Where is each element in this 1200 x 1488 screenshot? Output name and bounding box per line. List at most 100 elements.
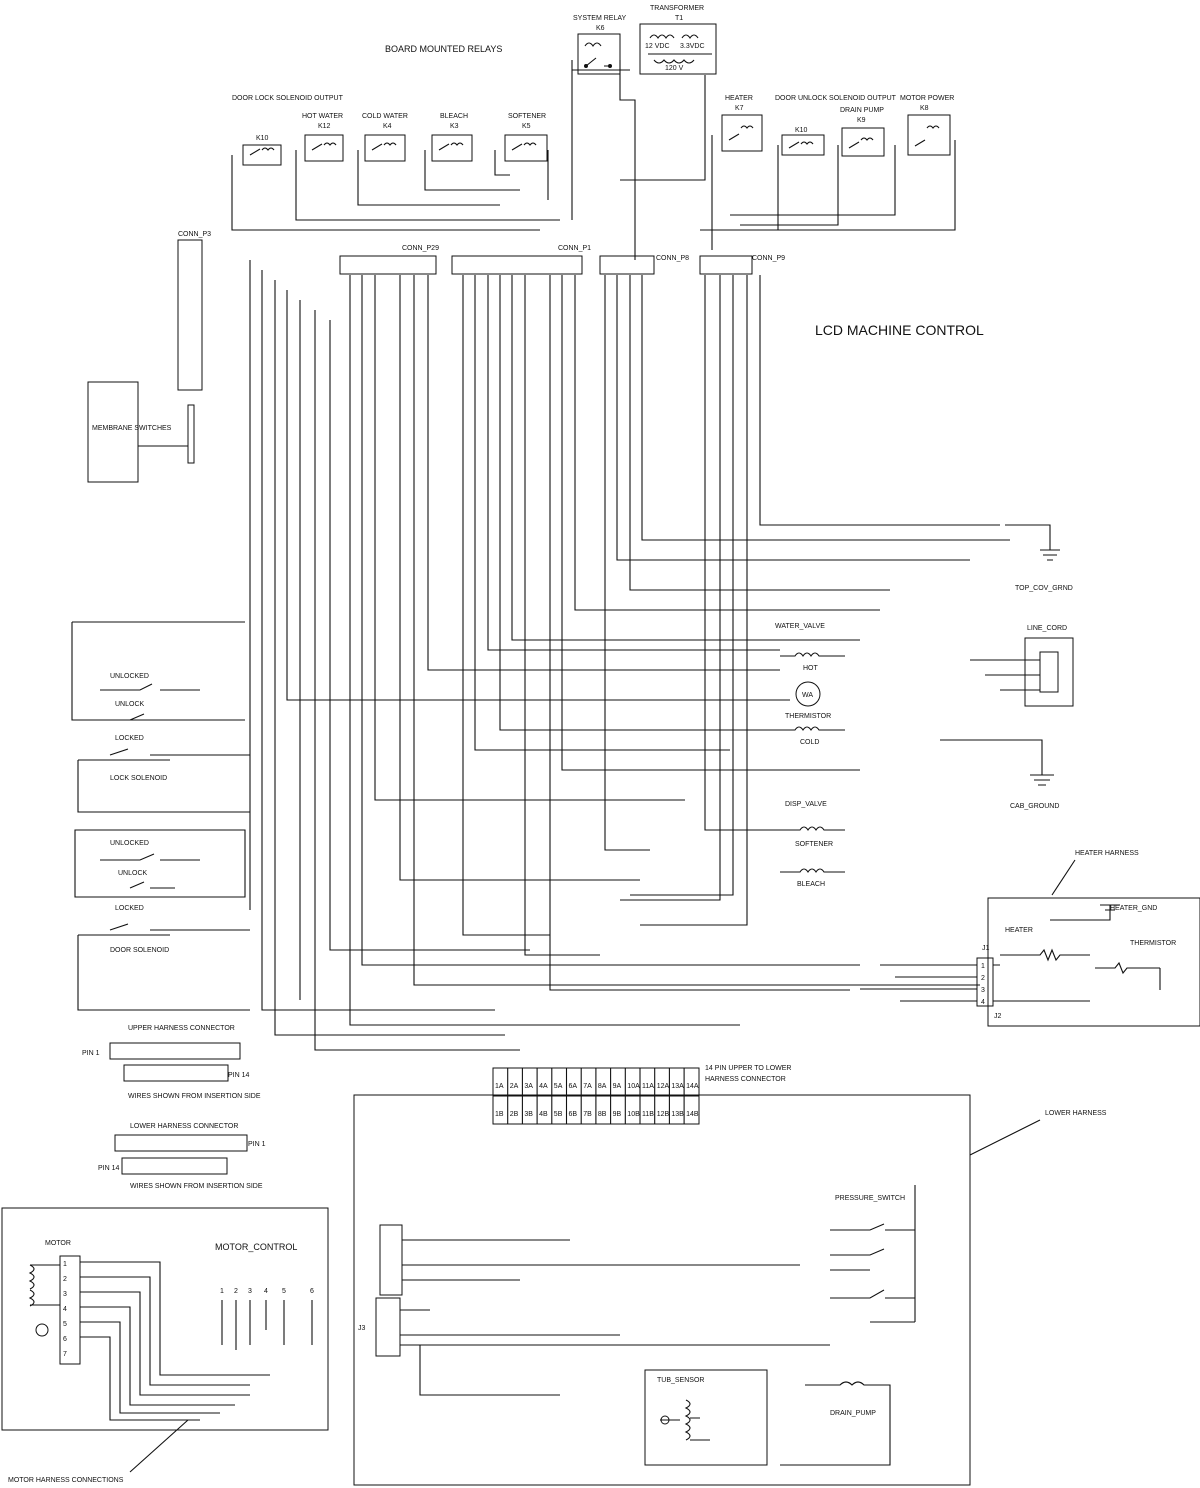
lower-harness-label: LOWER HARNESS [1045, 1110, 1107, 1117]
relay-bleach: BLEACH K3 [431, 113, 473, 162]
tub-sensor-label: TUB_SENSOR [657, 1377, 704, 1384]
relay-drain-pump-id: K9 [857, 117, 866, 124]
heater-pin-4: 4 [981, 999, 985, 1006]
motor-label: MOTOR [45, 1240, 71, 1247]
cab-ground-label: CAB_GROUND [1010, 803, 1059, 810]
transformer: TRANSFORMER T1 12 VDC 3.3VDC 120 V [639, 5, 717, 75]
relay-cold-water-label: COLD WATER [362, 113, 408, 120]
relay-door-unlock-label: DOOR UNLOCK SOLENOID OUTPUT [775, 95, 897, 102]
motor-pin-7: 7 [63, 1351, 67, 1358]
lower-pin14: PIN 14 [98, 1165, 120, 1172]
motor-pin-5: 5 [63, 1321, 67, 1328]
relay-door-unlock-id: K10 [795, 127, 808, 134]
relay-bleach-id: K3 [450, 123, 459, 130]
conn-p8: CONN_P8 [599, 255, 689, 275]
pressure-switch-label: PRESSURE_SWITCH [835, 1195, 905, 1202]
harness-pin-bottom-11: 11B [642, 1111, 654, 1118]
disp-valve-label: DISP_VALVE [785, 801, 827, 808]
harness-pin-bottom-12: 12B [657, 1111, 670, 1118]
lower-harness-connector-label: LOWER HARNESS CONNECTOR [130, 1123, 238, 1130]
membrane-switches: MEMBRANE SWITCHES [87, 381, 195, 483]
transformer-tap-33vdc: 3.3VDC [680, 43, 705, 50]
motor-harness-label: MOTOR HARNESS CONNECTIONS [8, 1477, 124, 1484]
relay-motor-power-label: MOTOR POWER [900, 95, 954, 102]
locked-1: LOCKED [115, 735, 144, 742]
conn-p3: CONN_P3 [177, 231, 211, 391]
conn-p1-label: CONN_P1 [558, 245, 591, 252]
relay-hot-water-id: K12 [318, 123, 331, 130]
system-relay-label: SYSTEM RELAY [573, 15, 626, 22]
motor-pin-1: 1 [63, 1261, 67, 1268]
relay-cold-water: COLD WATER K4 [362, 113, 408, 162]
unlock-1: UNLOCK [115, 701, 145, 708]
upper-pin14: PIN 14 [228, 1072, 250, 1079]
relay-door-lock-label: DOOR LOCK SOLENOID OUTPUT [232, 95, 344, 102]
harness-pin-bottom-14: 14B [686, 1111, 699, 1118]
relay-motor-power: MOTOR POWER K8 [900, 95, 954, 156]
harness-pin-top-3: 3A [524, 1083, 533, 1090]
disp-valve-softener: SOFTENER [795, 841, 833, 848]
transformer-id: T1 [675, 15, 683, 22]
transformer-tap-12vdc: 12 VDC [645, 43, 670, 50]
motor-control-pin-5: 5 [282, 1288, 286, 1295]
harness-pin-top-4: 4A [539, 1083, 548, 1090]
relay-motor-power-id: K8 [920, 105, 929, 112]
heater-gnd-label: HEATER_GND [1110, 905, 1157, 912]
harness-pin-bottom-13: 13B [671, 1111, 684, 1118]
harness-pin-bottom-8: 8B [598, 1111, 607, 1118]
line-cord-label: LINE_CORD [1027, 625, 1067, 632]
harness-pin-top-11: 11A [642, 1083, 654, 1090]
unlock-2: UNLOCK [118, 870, 148, 877]
harness-pin-top-2: 2A [510, 1083, 519, 1090]
pressure-switch: PRESSURE_SWITCH [830, 1185, 916, 1323]
water-valve: WATER_VALVE HOT WA THERMISTOR COLD [775, 623, 845, 746]
motor-control-pin-1: 1 [220, 1288, 224, 1295]
harness-pin-bottom-5: 5B [554, 1111, 563, 1118]
wires-shown-upper: WIRES SHOWN FROM INSERTION SIDE [128, 1093, 261, 1100]
conn-p9: CONN_P9 [699, 255, 785, 275]
water-valve-label: WATER_VALVE [775, 623, 825, 630]
board-relays-title: BOARD MOUNTED RELAYS [385, 44, 502, 54]
motor-pin-6: 6 [63, 1336, 67, 1343]
pin-upper-lower-1: 14 PIN UPPER TO LOWER [705, 1065, 792, 1072]
system-relay: SYSTEM RELAY K6 [573, 15, 626, 75]
harness-pin-bottom-4: 4B [539, 1111, 548, 1118]
harness-pin-bottom-7: 7B [583, 1111, 592, 1118]
harness-pin-top-14: 14A [686, 1083, 699, 1090]
top-cov-ground: TOP_COV_GRND [1005, 524, 1073, 592]
top-cov-ground-label: TOP_COV_GRND [1015, 585, 1073, 592]
conn-p1: CONN_P1 [451, 245, 591, 275]
harness-pin-top-5: 5A [554, 1083, 563, 1090]
heater-pin-2: 2 [981, 975, 985, 982]
motor-harness-section: MOTOR MOTOR_CONTROL MOTOR HARNESS CONNEC… [1, 1207, 329, 1484]
relay-drain-pump: DRAIN PUMP K9 [840, 107, 885, 157]
conn-p29: CONN_P29 [339, 245, 439, 275]
lock-switch-group-lower: UNLOCKED UNLOCK LOCKED DOOR SOLENOID [74, 829, 250, 1011]
motor-control-pin-4: 4 [264, 1288, 268, 1295]
j2-label: J2 [994, 1013, 1002, 1020]
upper-harness-connector-icon: UPPER HARNESS CONNECTOR PIN 1 PIN 14 WIR… [82, 1025, 261, 1100]
relay-heater: HEATER K7 [721, 95, 763, 152]
motor-control-label: MOTOR_CONTROL [215, 1242, 297, 1252]
harness-pin-top-12: 12A [657, 1083, 670, 1090]
membrane-label: MEMBRANE SWITCHES [92, 425, 172, 432]
heater-harness-label: HEATER HARNESS [1075, 850, 1139, 857]
transformer-tap-120v: 120 V [665, 65, 684, 72]
drain-pump: DRAIN_PUMP [780, 1381, 891, 1466]
conn-p8-label: CONN_P8 [656, 255, 689, 262]
water-valve-thermistor: THERMISTOR [785, 713, 831, 720]
j3-label: J3 [358, 1325, 366, 1332]
relay-softener: SOFTENER K5 [504, 113, 548, 162]
harness-pin-top-7: 7A [583, 1083, 592, 1090]
relay-bleach-label: BLEACH [440, 113, 468, 120]
motor-pin-3: 3 [63, 1291, 67, 1298]
wires-shown-lower: WIRES SHOWN FROM INSERTION SIDE [130, 1183, 263, 1190]
motor-control-pin-6: 6 [310, 1288, 314, 1295]
heater-thermistor-label: THERMISTOR [1130, 940, 1176, 947]
harness-pin-top-8: 8A [598, 1083, 607, 1090]
locked-2: LOCKED [115, 905, 144, 912]
relay-hot-water-label: HOT WATER [302, 113, 343, 120]
heater-pin-1: 1 [981, 963, 985, 970]
heater-label: HEATER [1005, 927, 1033, 934]
relay-cold-water-id: K4 [383, 123, 392, 130]
